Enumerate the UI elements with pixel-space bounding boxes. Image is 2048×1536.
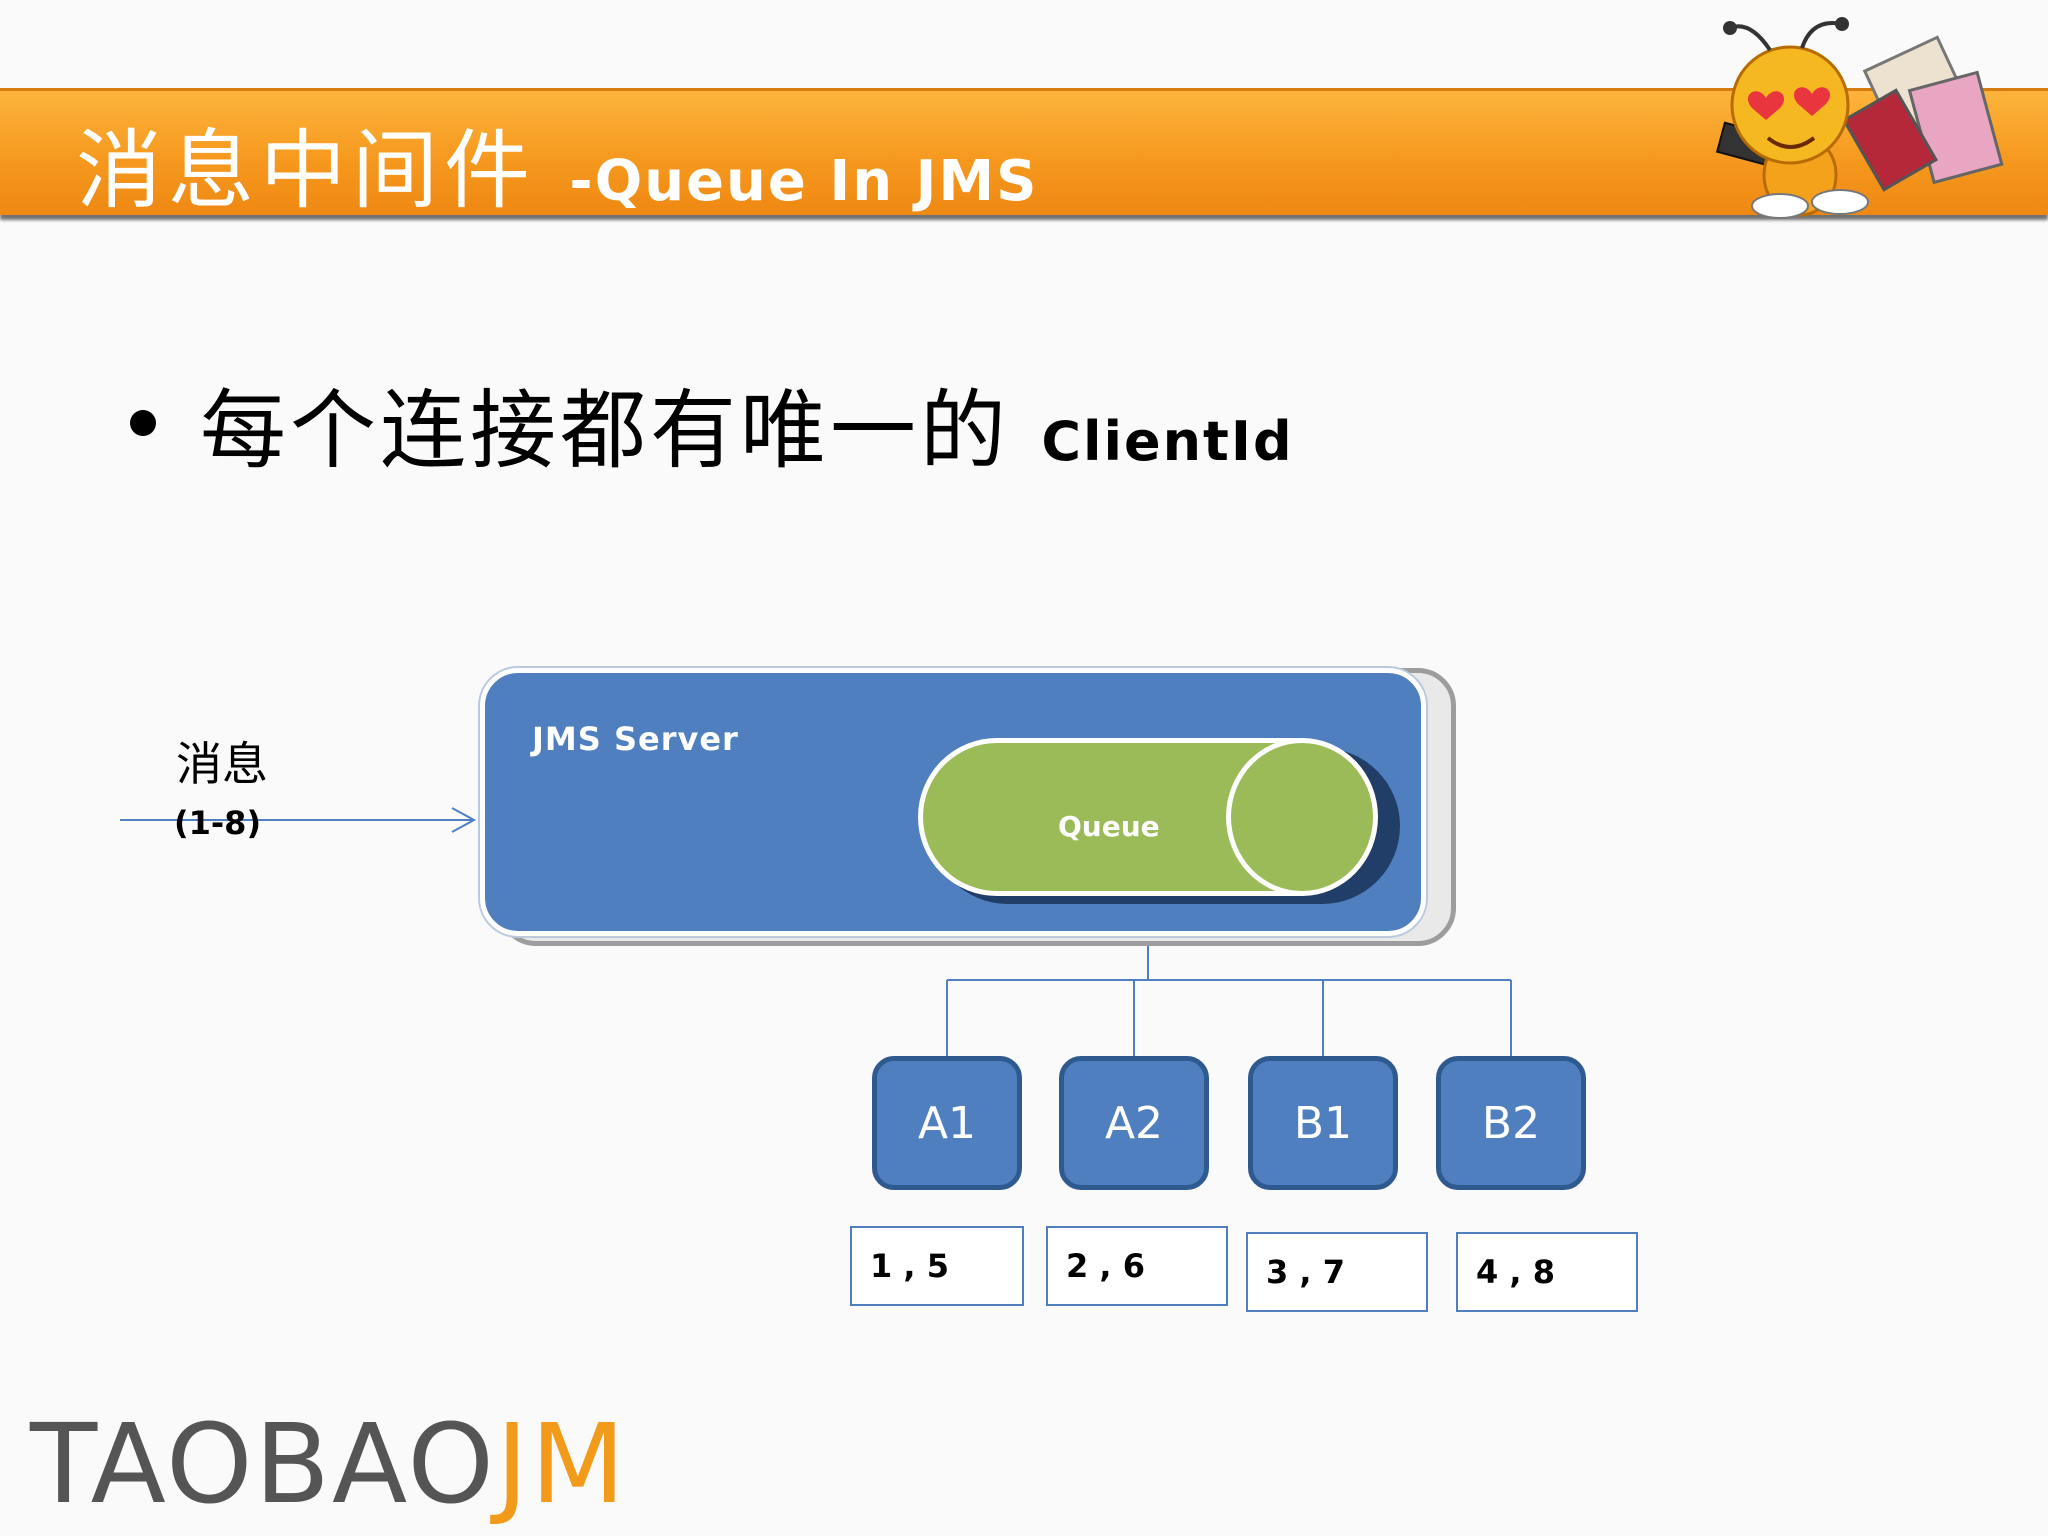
message-label: 消息 [176, 737, 268, 791]
taobaojm-logo: TAOBAOJM [30, 1400, 627, 1528]
consumer-node: A1 [872, 1056, 1022, 1190]
arrowhead-icon [451, 807, 477, 833]
bullet-text-latin: ClientId [1041, 410, 1294, 473]
bullet-icon [130, 410, 156, 436]
server-label: JMS Server [532, 720, 739, 758]
slide-title-latin: -Queue In JMS [569, 149, 1039, 214]
assignment-box: 4 , 8 [1456, 1232, 1638, 1312]
slide-title: 消息中间件 -Queue In JMS [76, 100, 1038, 225]
logo-accent: JM [495, 1400, 628, 1528]
assignment-box: 1 , 5 [850, 1226, 1024, 1306]
queue-cylinder-end [1226, 738, 1378, 896]
assignment-box: 3 , 7 [1246, 1232, 1428, 1312]
ant-mascot-icon [1715, 17, 2004, 219]
logo-main: TAOBAO [30, 1400, 496, 1528]
consumer-node: B1 [1248, 1056, 1398, 1190]
consumer-node: B2 [1436, 1056, 1586, 1190]
queue-label: Queue [1058, 810, 1160, 843]
slide-title-cn: 消息中间件 [76, 121, 536, 221]
consumer-node: A2 [1059, 1056, 1209, 1190]
assignment-box: 2 , 6 [1046, 1226, 1228, 1306]
message-range: (1-8) [174, 804, 262, 842]
bullet-text-cn: 每个连接都有唯一的 [200, 381, 1010, 481]
bullet-text: 每个连接都有唯一的 ClientId [200, 360, 1294, 485]
header-band [0, 88, 2048, 215]
